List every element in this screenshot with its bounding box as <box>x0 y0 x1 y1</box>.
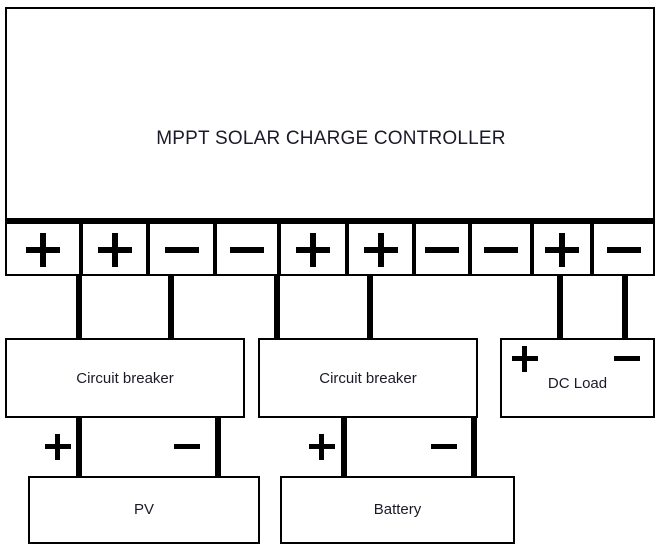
terminal-10[interactable] <box>594 224 653 276</box>
circuit-breaker-pv-box[interactable]: Circuit breaker <box>5 338 245 418</box>
battery-box[interactable]: Battery <box>280 476 515 544</box>
wire-breaker-pv-to-pv-minus <box>215 418 221 476</box>
terminal-divider-3 <box>213 224 217 276</box>
minus-icon <box>431 434 457 460</box>
wire-terminal1-to-breaker-pv <box>76 276 82 338</box>
terminal-divider-7 <box>468 224 472 276</box>
terminal-divider-9 <box>590 224 594 276</box>
wire-breaker-pv-to-pv-plus <box>76 418 82 476</box>
wire-terminal9-to-dcload <box>557 276 563 338</box>
dc-load-label: DC Load <box>547 375 608 392</box>
terminal-4[interactable] <box>217 224 277 276</box>
minus-icon <box>230 233 264 267</box>
battery-label: Battery <box>373 501 422 518</box>
circuit-breaker-battery-box[interactable]: Circuit breaker <box>258 338 478 418</box>
wire-breaker-battery-to-battery-minus <box>471 418 477 476</box>
terminal-strip <box>5 224 655 276</box>
plus-icon <box>512 346 538 372</box>
terminal-divider-8 <box>530 224 534 276</box>
terminal-divider-4 <box>277 224 281 276</box>
terminal-9[interactable] <box>534 224 590 276</box>
minus-icon <box>484 233 518 267</box>
plus-icon <box>97 233 132 267</box>
terminal-divider-5 <box>345 224 349 276</box>
minus-icon <box>614 346 640 372</box>
terminal-3[interactable] <box>150 224 213 276</box>
pv-label: PV <box>133 501 154 518</box>
minus-icon <box>425 233 459 267</box>
circuit-breaker-battery-label: Circuit breaker <box>319 370 417 387</box>
plus-icon <box>309 434 335 460</box>
minus-icon <box>164 233 199 267</box>
wire-terminal10-to-dcload <box>622 276 628 338</box>
plus-icon <box>545 233 579 267</box>
diagram-outer-frame <box>5 7 655 276</box>
terminal-6[interactable] <box>349 224 412 276</box>
circuit-breaker-pv-label: Circuit breaker <box>76 370 174 387</box>
terminal-8[interactable] <box>472 224 530 276</box>
terminal-divider-6 <box>412 224 416 276</box>
terminal-7[interactable] <box>416 224 468 276</box>
terminal-2[interactable] <box>83 224 146 276</box>
plus-icon <box>363 233 398 267</box>
plus-icon <box>45 434 71 460</box>
wire-terminal5-to-breaker-battery <box>274 276 280 338</box>
terminal-5[interactable] <box>281 224 345 276</box>
terminal-divider-2 <box>146 224 150 276</box>
controller-title: MPPT SOLAR CHARGE CONTROLLER <box>156 128 506 149</box>
dc-load-box[interactable]: DC Load <box>500 338 655 418</box>
pv-box[interactable]: PV <box>28 476 260 544</box>
minus-icon <box>606 233 641 267</box>
controller-busbar <box>7 218 653 224</box>
wire-terminal7-to-breaker-battery <box>367 276 373 338</box>
terminal-divider-1 <box>79 224 83 276</box>
plus-icon <box>296 233 330 267</box>
terminal-1[interactable] <box>7 224 79 276</box>
minus-icon <box>174 434 200 460</box>
plus-icon <box>26 233 60 267</box>
wire-breaker-battery-to-battery-plus <box>341 418 347 476</box>
wire-terminal4-to-breaker-pv <box>168 276 174 338</box>
